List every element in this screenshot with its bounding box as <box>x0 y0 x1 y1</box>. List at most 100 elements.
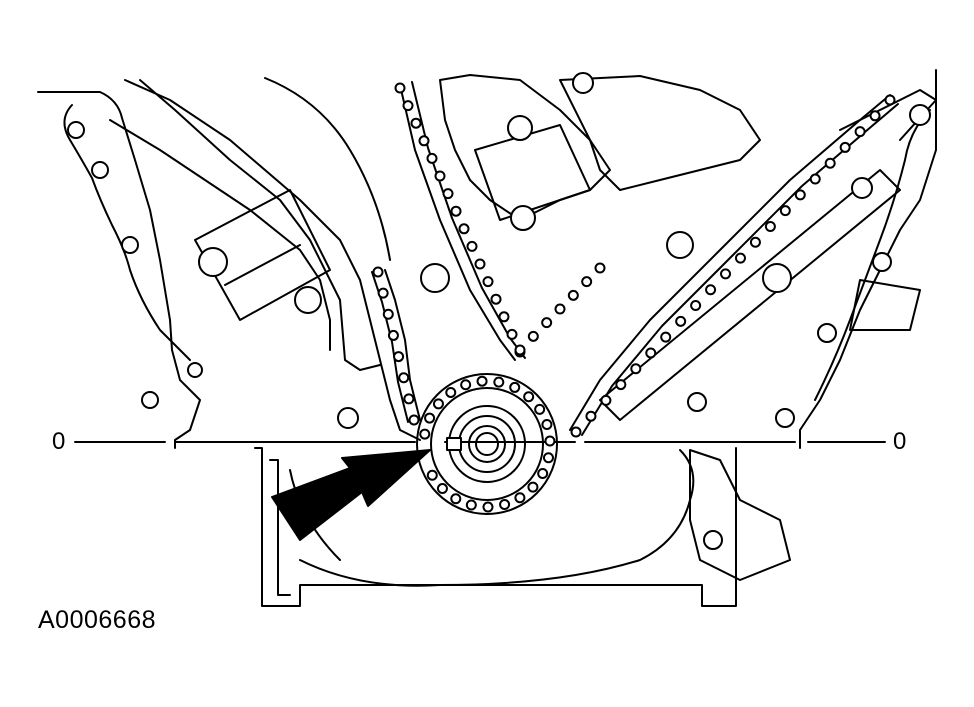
chain-link <box>705 284 717 296</box>
right-block-outline <box>799 69 937 449</box>
chain-link <box>372 266 384 278</box>
chain-link <box>432 398 444 410</box>
left-block-outline <box>37 91 201 449</box>
bolt-hole <box>687 392 707 412</box>
bolt-hole <box>337 407 359 429</box>
chain-link <box>534 403 546 415</box>
bolt-hole <box>775 408 795 428</box>
center-chain-strand <box>399 84 516 361</box>
crank-sprocket-outer <box>416 373 558 515</box>
right-block-outer-edge <box>814 109 931 401</box>
right-guide-rail <box>599 169 901 421</box>
chain-link <box>394 82 406 94</box>
bolt-hole <box>872 252 892 272</box>
chain-link <box>527 481 539 493</box>
right-chain-strand-outer <box>581 103 899 436</box>
chain-link <box>450 205 462 217</box>
left-guide-rail <box>109 119 331 351</box>
figure-id-label: A0006668 <box>38 606 157 634</box>
chain-link <box>382 308 394 320</box>
crank-hub-inner <box>468 425 506 463</box>
right-upper-housing <box>559 75 761 191</box>
right-zero-marker-label: 0 <box>893 428 907 455</box>
bolt-hole <box>121 236 139 254</box>
crank-keyway <box>446 437 462 451</box>
chain-link <box>720 268 732 280</box>
chain-link <box>567 289 579 301</box>
bolts <box>67 72 931 550</box>
bolt-hole <box>572 72 594 94</box>
chain-link <box>509 381 521 393</box>
chain-link <box>426 152 438 164</box>
chain-link <box>450 493 462 505</box>
bolt-hole <box>67 121 85 139</box>
chain-link <box>458 223 470 235</box>
chain-link <box>794 189 806 201</box>
indicator-arrow <box>271 449 431 541</box>
chain-link <box>466 240 478 252</box>
chain-link <box>398 372 410 384</box>
chain-link <box>408 414 420 426</box>
chain-link <box>387 329 399 341</box>
chain-link <box>884 94 896 106</box>
bolt-hole <box>703 530 723 550</box>
chain-link <box>839 141 851 153</box>
chain-link <box>499 498 511 510</box>
crank-hub-center <box>475 432 499 456</box>
bolt-hole <box>851 177 873 199</box>
chain-link <box>442 188 454 200</box>
chain-link <box>490 293 502 305</box>
bolt-hole <box>187 362 203 378</box>
bolt-hole <box>909 104 931 126</box>
crank-hub-mid <box>458 415 516 473</box>
chain-link <box>426 469 438 481</box>
bolt-hole <box>762 263 792 293</box>
bolt-hole <box>507 115 533 141</box>
chain-link <box>869 110 881 122</box>
bolt-hole <box>817 323 837 343</box>
crank-sprocket-ring <box>430 387 544 501</box>
chain-link <box>570 426 582 438</box>
right-chain-strand <box>569 94 891 431</box>
left-chain-strand <box>384 269 421 421</box>
right-lower-bracket <box>849 279 921 331</box>
chain-link <box>585 410 597 422</box>
bolt-hole <box>91 161 109 179</box>
chain-link <box>418 135 430 147</box>
oil-pan-inner-edge <box>269 459 291 596</box>
chain-link <box>541 419 553 431</box>
bolt-hole <box>666 231 694 259</box>
chain-link <box>594 262 606 274</box>
chain-link <box>434 170 446 182</box>
chain-link <box>393 351 405 363</box>
chain-link <box>474 258 486 270</box>
chain-link <box>527 330 539 342</box>
left-upper-housing <box>124 79 421 441</box>
chain-link <box>445 386 457 398</box>
bolt-hole <box>510 205 536 231</box>
chain-link <box>514 344 526 356</box>
chain-link <box>498 311 510 323</box>
chain-links <box>372 82 896 513</box>
chain-link <box>403 393 415 405</box>
chain-link <box>424 412 436 424</box>
chain-link <box>542 452 554 464</box>
chain-link <box>764 220 776 232</box>
chain-link <box>734 252 746 264</box>
chain-link <box>779 205 791 217</box>
center-tensioner-block <box>474 124 591 221</box>
chain-link <box>824 157 836 169</box>
chain-link <box>854 126 866 138</box>
chain-link <box>482 501 494 513</box>
chain-link <box>581 276 593 288</box>
chain-link <box>460 379 472 391</box>
chain-link <box>537 467 549 479</box>
chain-link <box>554 303 566 315</box>
chain-link <box>675 315 687 327</box>
chain-link <box>523 391 535 403</box>
chain-link <box>660 331 672 343</box>
chain-link <box>465 499 477 511</box>
left-zero-marker-label: 0 <box>52 428 66 455</box>
chain-link <box>402 100 414 112</box>
